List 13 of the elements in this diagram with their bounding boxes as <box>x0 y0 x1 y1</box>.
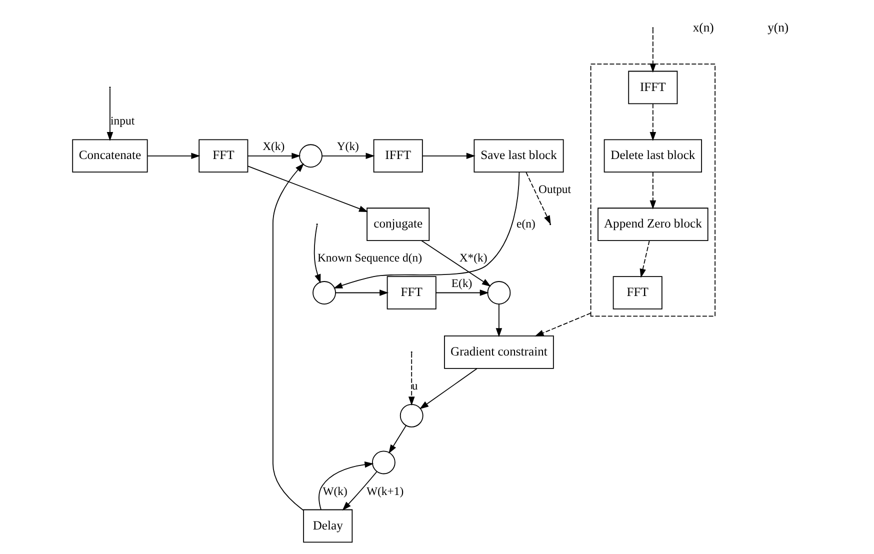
edge-label: W(k+1) <box>366 484 404 498</box>
edge-label: e(n) <box>516 217 535 230</box>
edge-label: X(k) <box>262 140 284 153</box>
edge-label: X*(k) <box>458 252 487 265</box>
edge-label: Known Sequence d(n) <box>316 252 422 265</box>
label: x(n) <box>692 20 714 34</box>
edge-label: E(k) <box>450 276 472 290</box>
edge-label: input <box>110 114 134 128</box>
edge-label: Output <box>538 183 571 196</box>
label: y(n) <box>767 20 788 34</box>
edge-label: u <box>411 379 418 392</box>
edge-label: W(k) <box>322 484 347 498</box>
edge-label: Y(k) <box>336 140 358 153</box>
